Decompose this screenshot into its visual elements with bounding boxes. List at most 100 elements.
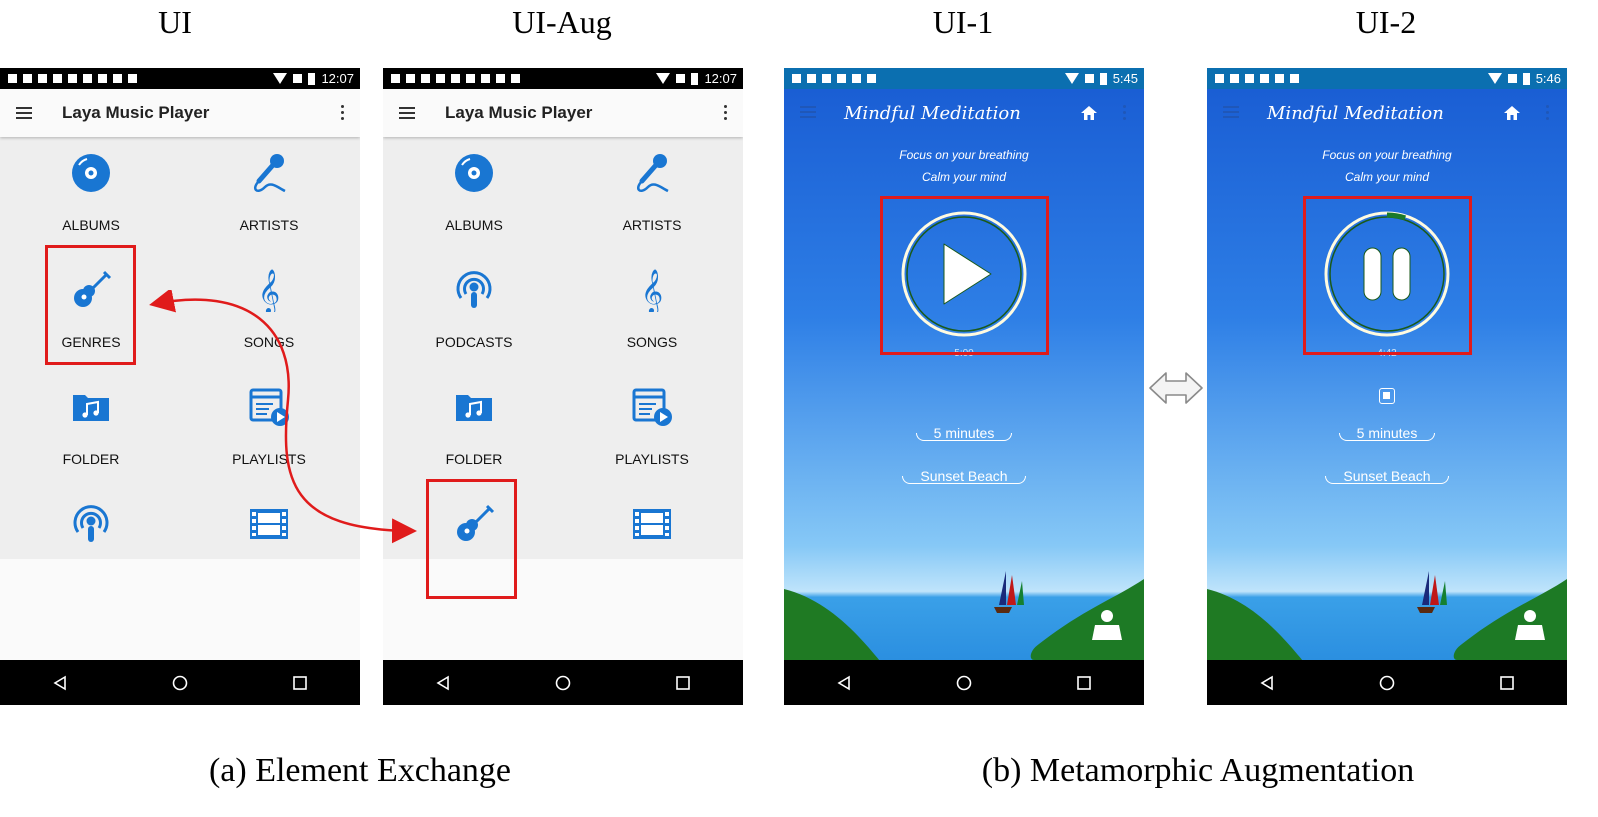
grid-item-artists[interactable]: ARTISTS (563, 145, 741, 262)
overflow-menu-icon[interactable] (1123, 105, 1126, 120)
home-icon[interactable] (956, 675, 972, 691)
guitar-icon (69, 268, 113, 312)
app-title: Laya Music Player (445, 103, 593, 122)
grid-item-label: GENRES (61, 334, 121, 350)
grid-item-folder[interactable]: FOLDER (2, 379, 180, 496)
toolbar: Laya Music Player (383, 89, 743, 137)
svg-text:𝄞: 𝄞 (641, 269, 663, 312)
back-icon[interactable] (435, 675, 451, 691)
bottom-strip (0, 559, 360, 660)
grid-item-genres[interactable]: GENRES (2, 262, 180, 379)
play-button[interactable] (900, 210, 1028, 338)
duration-underline (916, 433, 1012, 441)
title-ui: UI (158, 4, 192, 40)
menu-icon[interactable] (1223, 106, 1239, 118)
status-time: 12:07 (321, 71, 354, 86)
recents-icon[interactable] (675, 675, 691, 691)
scene-underline (902, 476, 1026, 484)
grid-item-label: ALBUMS (445, 217, 503, 233)
nav-bar (383, 660, 743, 705)
microphone-icon (630, 151, 674, 195)
nav-bar (784, 660, 1144, 705)
menu-icon[interactable] (16, 107, 32, 119)
guitar-icon (452, 502, 496, 546)
reader-icon (1092, 610, 1122, 640)
grid-item-podcasts[interactable]: PODCASTS (385, 262, 563, 379)
meditation-screen: Mindful Meditation Focus on your breathi… (784, 89, 1144, 705)
duration-underline (1339, 433, 1435, 441)
title-ui-2: UI-2 (1355, 4, 1417, 40)
menu-icon[interactable] (800, 106, 816, 118)
duration-selector[interactable]: 5 minutes (1356, 425, 1418, 441)
status-time: 5:45 (1112, 71, 1138, 86)
status-bar: 12:07 (383, 68, 743, 89)
grid-item-albums[interactable]: ALBUMS (385, 145, 563, 262)
status-bar: 5:45 (784, 68, 1144, 89)
meditation-screen: Mindful Meditation Focus on your breathi… (1207, 89, 1567, 705)
phone-ui-1: 5:45 Mindful Meditation Focus on your br… (784, 68, 1144, 705)
progress-arc (1386, 212, 1407, 221)
status-bar: 12:07 (0, 68, 360, 89)
grid-item-songs[interactable]: 𝄞 SONGS (563, 262, 741, 379)
reader-icon (1515, 610, 1545, 640)
grid-item-label: SONGS (626, 334, 678, 350)
grid-item-artists[interactable]: ARTISTS (180, 145, 358, 262)
microphone-icon (247, 151, 291, 195)
stop-button[interactable] (1379, 388, 1395, 404)
recents-icon[interactable] (1076, 675, 1092, 691)
home-icon[interactable] (1379, 675, 1395, 691)
grid-item-label: ALBUMS (62, 217, 120, 233)
recents-icon[interactable] (1499, 675, 1515, 691)
highlight-box-play (880, 196, 1049, 355)
double-arrow-icon (1149, 372, 1203, 404)
title-ui-1: UI-1 (932, 4, 994, 40)
home-button-icon[interactable] (1503, 105, 1521, 121)
music-folder-icon (452, 385, 496, 429)
nav-bar (1207, 660, 1567, 705)
bottom-strip (383, 559, 743, 660)
highlight-box-genres-ui (45, 245, 136, 365)
home-icon[interactable] (555, 675, 571, 691)
treble-clef-icon: 𝄞 (630, 268, 674, 315)
status-time: 12:07 (704, 71, 737, 86)
music-folder-icon (69, 385, 113, 429)
playlist-icon (630, 385, 674, 429)
nav-bar (0, 660, 360, 705)
scene-underline (1325, 476, 1449, 484)
back-icon[interactable] (836, 675, 852, 691)
grid-item-label: PLAYLISTS (615, 451, 689, 467)
home-icon[interactable] (172, 675, 188, 691)
menu-icon[interactable] (399, 107, 415, 119)
back-icon[interactable] (52, 675, 68, 691)
scene-selector[interactable]: Sunset Beach (920, 468, 1008, 484)
recents-icon[interactable] (292, 675, 308, 691)
app-title: Laya Music Player (62, 103, 210, 122)
podcast-icon (452, 268, 496, 312)
back-icon[interactable] (1259, 675, 1275, 691)
beach-scene (1207, 571, 1567, 660)
duration-selector[interactable]: 5 minutes (933, 425, 995, 441)
scene-selector[interactable]: Sunset Beach (1343, 468, 1431, 484)
prompt-line-1: Focus on your breathing (899, 148, 1029, 162)
pause-button[interactable] (1323, 210, 1451, 338)
overflow-menu-icon[interactable] (724, 105, 727, 120)
prompt-line-1: Focus on your breathing (1322, 148, 1452, 162)
overflow-menu-icon[interactable] (341, 105, 344, 120)
film-icon (630, 502, 674, 546)
grid-item-label: FOLDER (445, 451, 503, 467)
overflow-menu-icon[interactable] (1546, 105, 1549, 120)
grid-item-playlists[interactable]: PLAYLISTS (563, 379, 741, 496)
exchange-arrow (149, 290, 417, 544)
album-icon (69, 151, 113, 195)
status-bar: 5:46 (1207, 68, 1567, 89)
album-icon (452, 151, 496, 195)
title-ui-aug: UI-Aug (512, 4, 612, 40)
grid-item-folder[interactable]: FOLDER (385, 379, 563, 496)
grid-item-albums[interactable]: ALBUMS (2, 145, 180, 262)
play-icon (943, 243, 992, 305)
home-button-icon[interactable] (1080, 105, 1098, 121)
app-title: Mindful Meditation (1267, 103, 1444, 124)
pause-icon (1363, 247, 1411, 301)
grid-item-label: FOLDER (62, 451, 120, 467)
